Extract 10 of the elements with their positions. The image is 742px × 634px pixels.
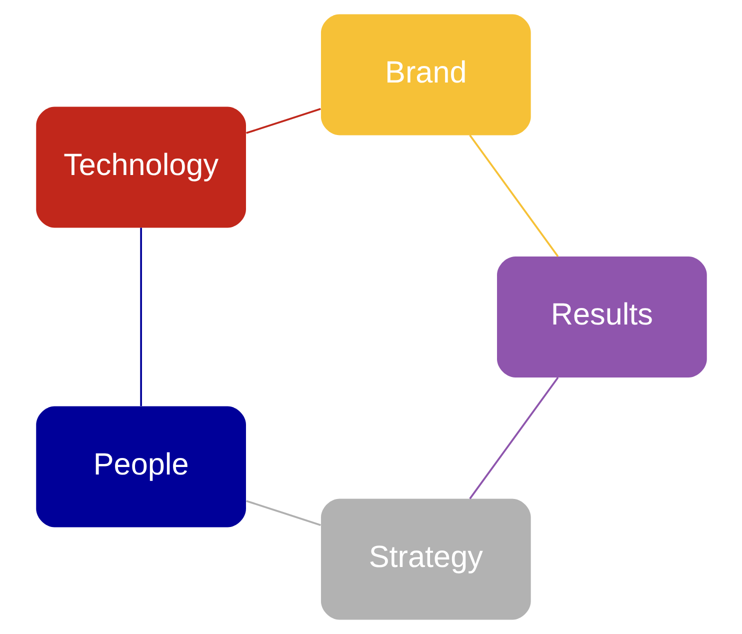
connector — [468, 376, 558, 500]
connector — [140, 228, 142, 406]
node-box: Technology — [36, 106, 246, 228]
connector — [246, 108, 320, 134]
connector — [468, 134, 558, 257]
node-box: Strategy — [320, 498, 530, 620]
connector — [246, 500, 320, 526]
node-box: Results — [496, 256, 706, 378]
node-box: Brand — [320, 14, 530, 136]
node-box: People — [36, 406, 246, 528]
